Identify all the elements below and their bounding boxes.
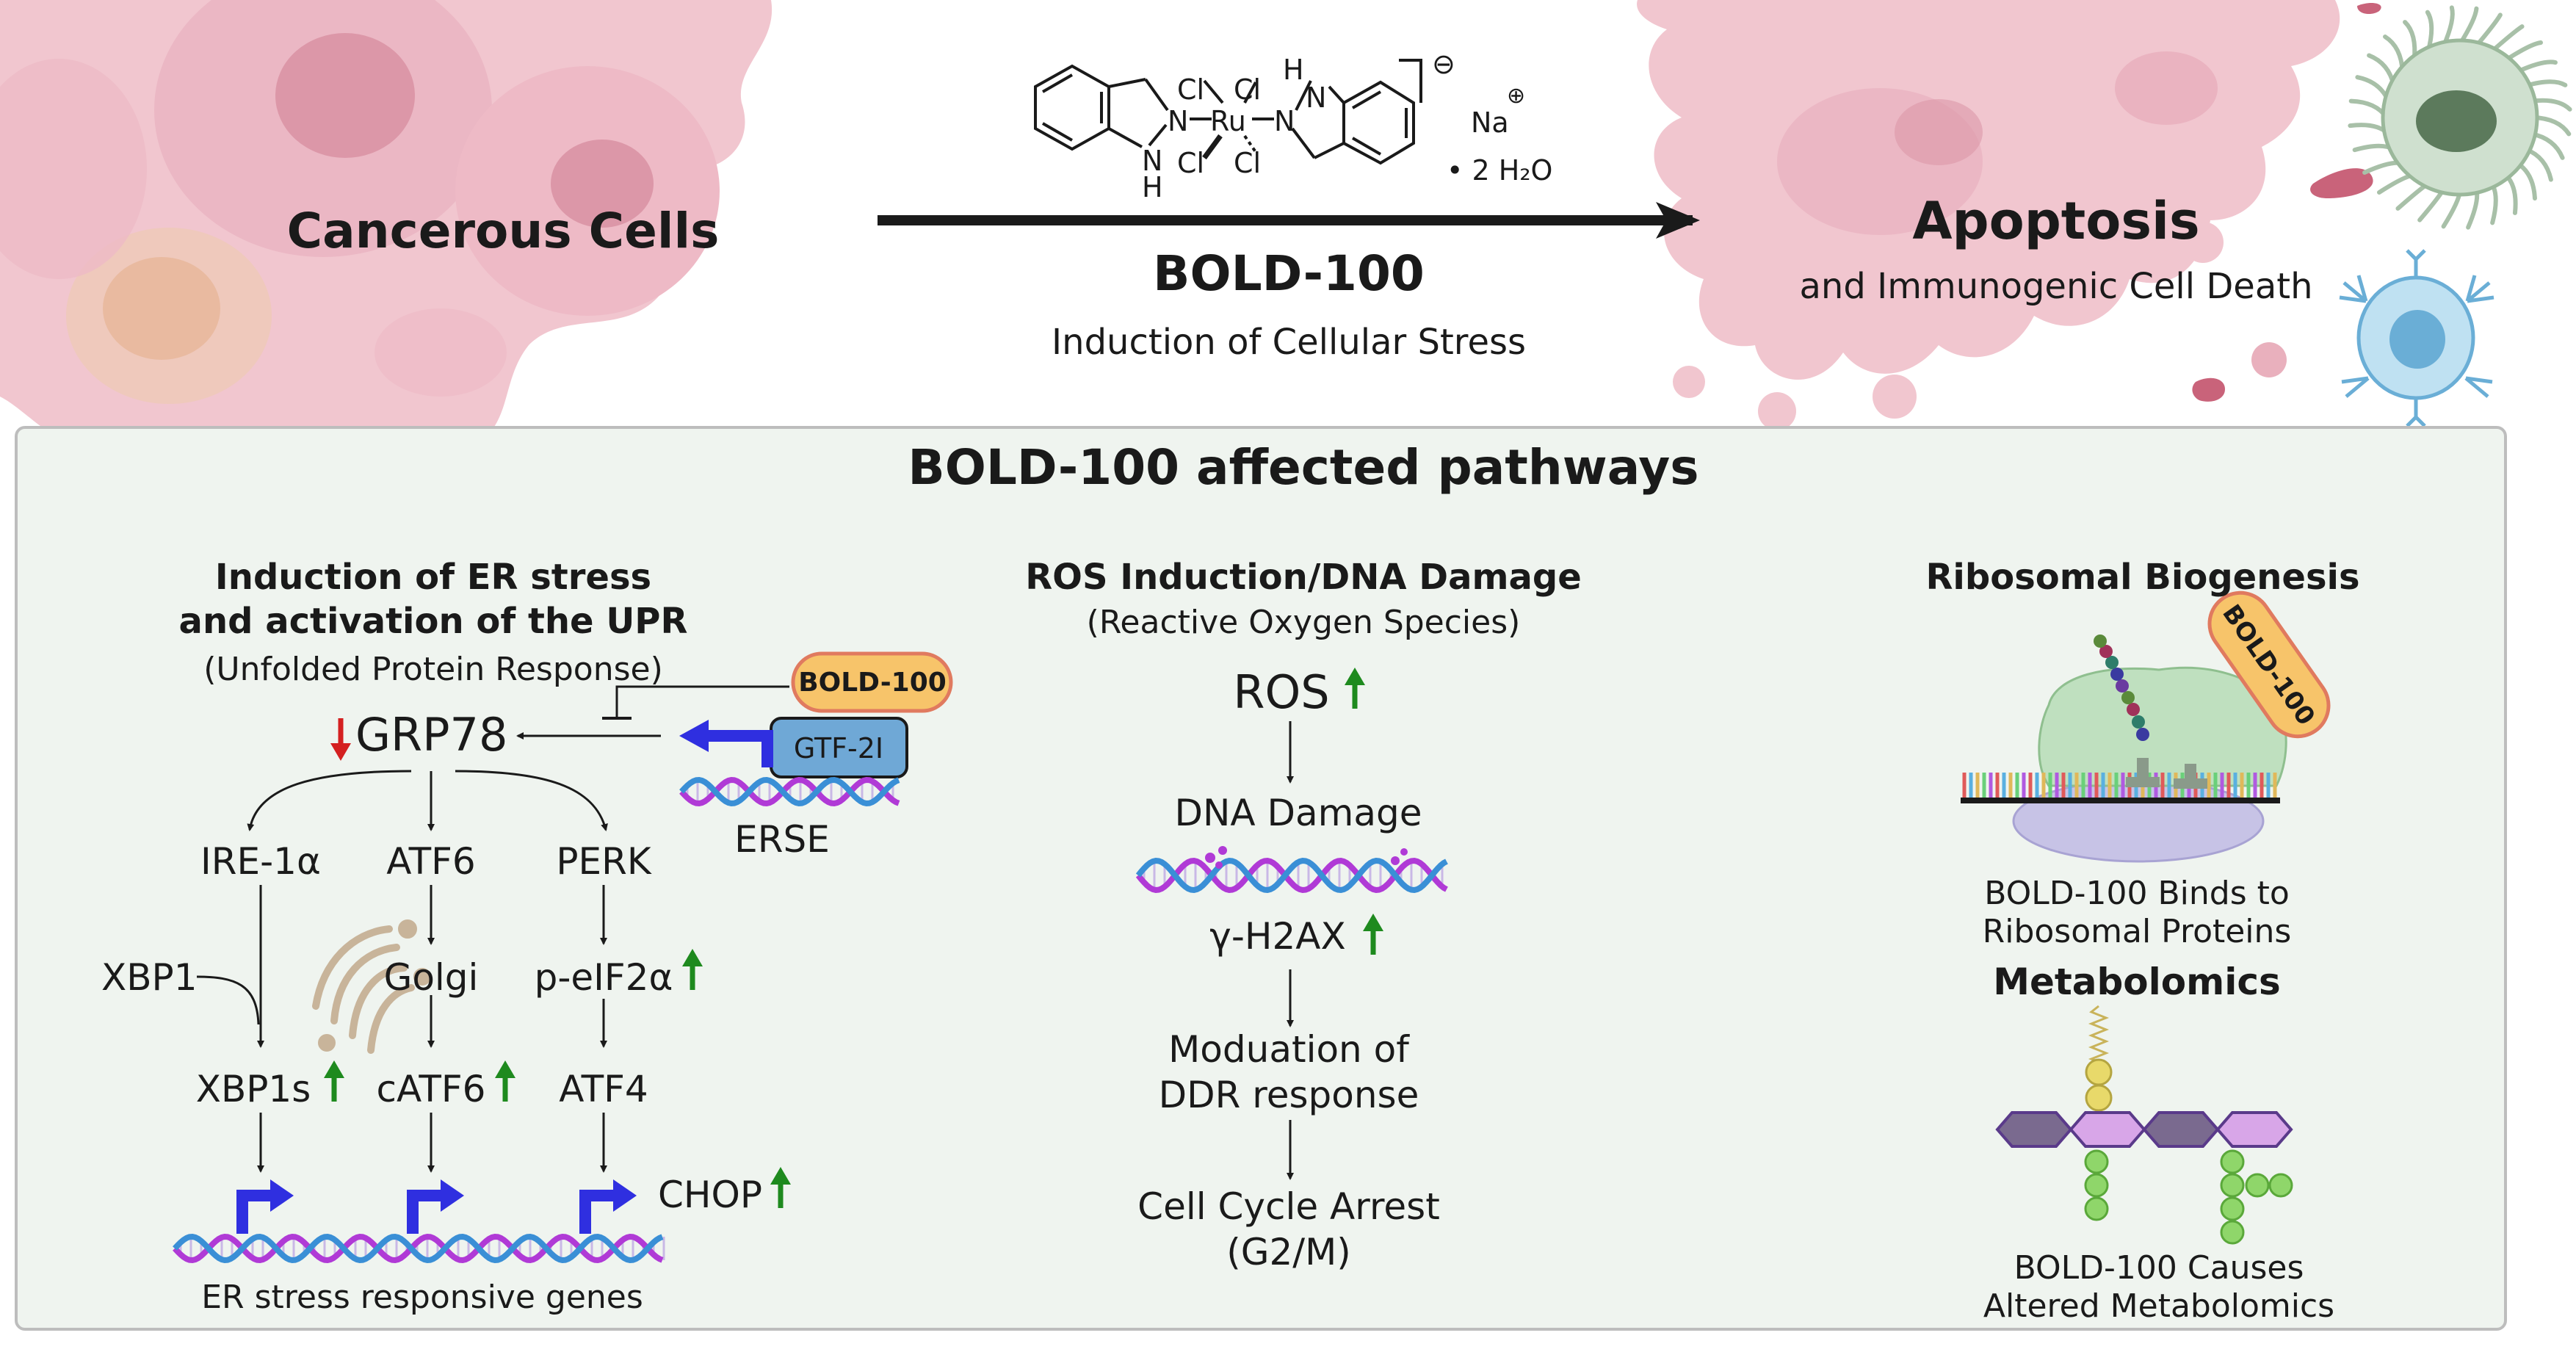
atom-h: H — [1142, 171, 1163, 203]
dna-helix-icon — [173, 1233, 665, 1264]
down-arrow-icon — [330, 718, 351, 761]
cancerous-cells-illustration — [0, 0, 773, 491]
perk-label: PERK — [556, 840, 651, 883]
immune-cell-lymphocyte-icon — [2339, 249, 2494, 427]
promoter-arrow-icon — [236, 1190, 275, 1234]
apoptotic-cell-illustration — [1637, 0, 2381, 430]
ros-section-subtitle: (Reactive Oxygen Species) — [1086, 604, 1521, 641]
dna-damage-label: DNA Damage — [1174, 792, 1422, 834]
panel-title: BOLD-100 affected pathways — [908, 439, 1699, 496]
cell-cycle-arrest-line2: (G2/M) — [1226, 1231, 1351, 1273]
ddr-modulation-line1: Moduation of — [1168, 1028, 1409, 1071]
dna-damage-break-icon — [1205, 846, 1408, 869]
chop-label: CHOP — [658, 1174, 763, 1216]
metab-caption-line1: BOLD-100 Causes — [2014, 1249, 2304, 1287]
metabolomics-illustration — [1995, 1005, 2293, 1245]
xbp1-label: XBP1 — [101, 956, 198, 999]
indicator-arrows — [324, 668, 1383, 1208]
er-section-title-line2: and activation of the UPR — [178, 601, 688, 642]
gamma-h2ax-label: γ-H2AX — [1209, 915, 1346, 958]
chemical-structure-bold-100 — [1034, 59, 1422, 165]
bold-100-badge-label: BOLD-100 — [798, 668, 947, 698]
hydrate-label: • 2 H₂O — [1447, 154, 1552, 187]
p-eif2a-label: p-eIF2α — [534, 956, 673, 999]
atom-cl: Cl — [1234, 147, 1261, 179]
charge-symbol: ⊖ — [1432, 48, 1455, 80]
hero-right-label: Apoptosis — [1912, 191, 2200, 251]
atom-n: N — [1274, 105, 1295, 137]
grp78-label: GRP78 — [355, 708, 508, 762]
up-arrow-icon — [682, 949, 703, 990]
atf6-label: ATF6 — [386, 840, 476, 883]
cell-cycle-arrest-line1: Cell Cycle Arrest — [1137, 1185, 1440, 1228]
chemical-structure-labels: Cl Cl N Ru N Cl Cl N H H N ⊖ Na ⊕ • 2 H₂… — [1142, 48, 1552, 203]
ddr-modulation-line2: DDR response — [1158, 1074, 1419, 1116]
ribosome-illustration — [1961, 635, 2287, 863]
up-arrow-icon — [324, 1060, 344, 1102]
er-section-title-line1: Induction of ER stress — [214, 557, 652, 598]
up-arrow-icon — [1363, 914, 1383, 955]
atom-cl: Cl — [1234, 73, 1261, 106]
promoter-arrow-icon — [705, 730, 773, 767]
dna-helix-damaged-icon — [1135, 857, 1448, 894]
xbp1s-label: XBP1s — [195, 1068, 311, 1110]
up-arrow-icon — [770, 1167, 791, 1208]
gtf-2i-label: GTF-2I — [793, 732, 884, 764]
ros-label: ROS — [1233, 665, 1330, 719]
promoter-arrow-icon — [579, 1190, 618, 1234]
promoter-arrow-head-icon — [613, 1179, 637, 1212]
atom-n: N — [1306, 82, 1326, 114]
dna-helix-icon — [679, 776, 900, 807]
ribo-section-title: Ribosomal Biogenesis — [1925, 557, 2360, 598]
drug-subtitle: Induction of Cellular Stress — [1052, 322, 1526, 363]
catf6-label: cATF6 — [376, 1068, 486, 1110]
ribo-caption-line2: Ribosomal Proteins — [1982, 913, 2292, 950]
sodium-charge: ⊕ — [1507, 83, 1525, 109]
metabolomics-title: Metabolomics — [1993, 961, 2281, 1003]
atom-n: N — [1168, 105, 1188, 137]
atom-n: N — [1142, 145, 1162, 177]
ire-1a-label: IRE-1α — [200, 840, 321, 883]
pathways-panel — [15, 426, 2507, 1331]
promoter-arrow-head-icon — [679, 720, 709, 752]
golgi-label: Golgi — [383, 956, 479, 999]
up-arrow-icon — [495, 1060, 515, 1102]
er-section-graphics — [196, 685, 789, 1173]
atom-cl: Cl — [1177, 147, 1204, 179]
promoter-arrow-head-icon — [270, 1179, 294, 1212]
hero-left-label: Cancerous Cells — [286, 203, 720, 259]
erse-label: ERSE — [734, 818, 830, 861]
er-genes-footer: ER stress responsive genes — [201, 1279, 643, 1316]
atom-h: H — [1283, 54, 1304, 86]
atom-cl: Cl — [1177, 73, 1204, 106]
immune-cell-macrophage-icon — [2348, 5, 2572, 230]
atom-ru: Ru — [1210, 105, 1246, 137]
promoter-arrow-icon — [407, 1190, 446, 1234]
ribo-caption-line1: BOLD-100 Binds to — [1984, 875, 2290, 912]
golgi-icon — [312, 919, 431, 1054]
promoter-arrow-head-icon — [441, 1179, 464, 1212]
bold-100-badge — [791, 651, 953, 713]
atf4-label: ATF4 — [559, 1068, 648, 1110]
hero-right-subtitle: and Immunogenic Cell Death — [1799, 266, 2313, 307]
sodium-label: Na — [1471, 106, 1509, 139]
drug-name: BOLD-100 — [1153, 245, 1425, 302]
up-arrow-icon — [1345, 668, 1365, 709]
ros-section-title: ROS Induction/DNA Damage — [1025, 557, 1582, 598]
er-section-subtitle: (Unfolded Protein Response) — [203, 651, 663, 688]
metab-caption-line2: Altered Metabolomics — [1983, 1287, 2335, 1325]
er-promoter-group — [236, 1179, 637, 1234]
